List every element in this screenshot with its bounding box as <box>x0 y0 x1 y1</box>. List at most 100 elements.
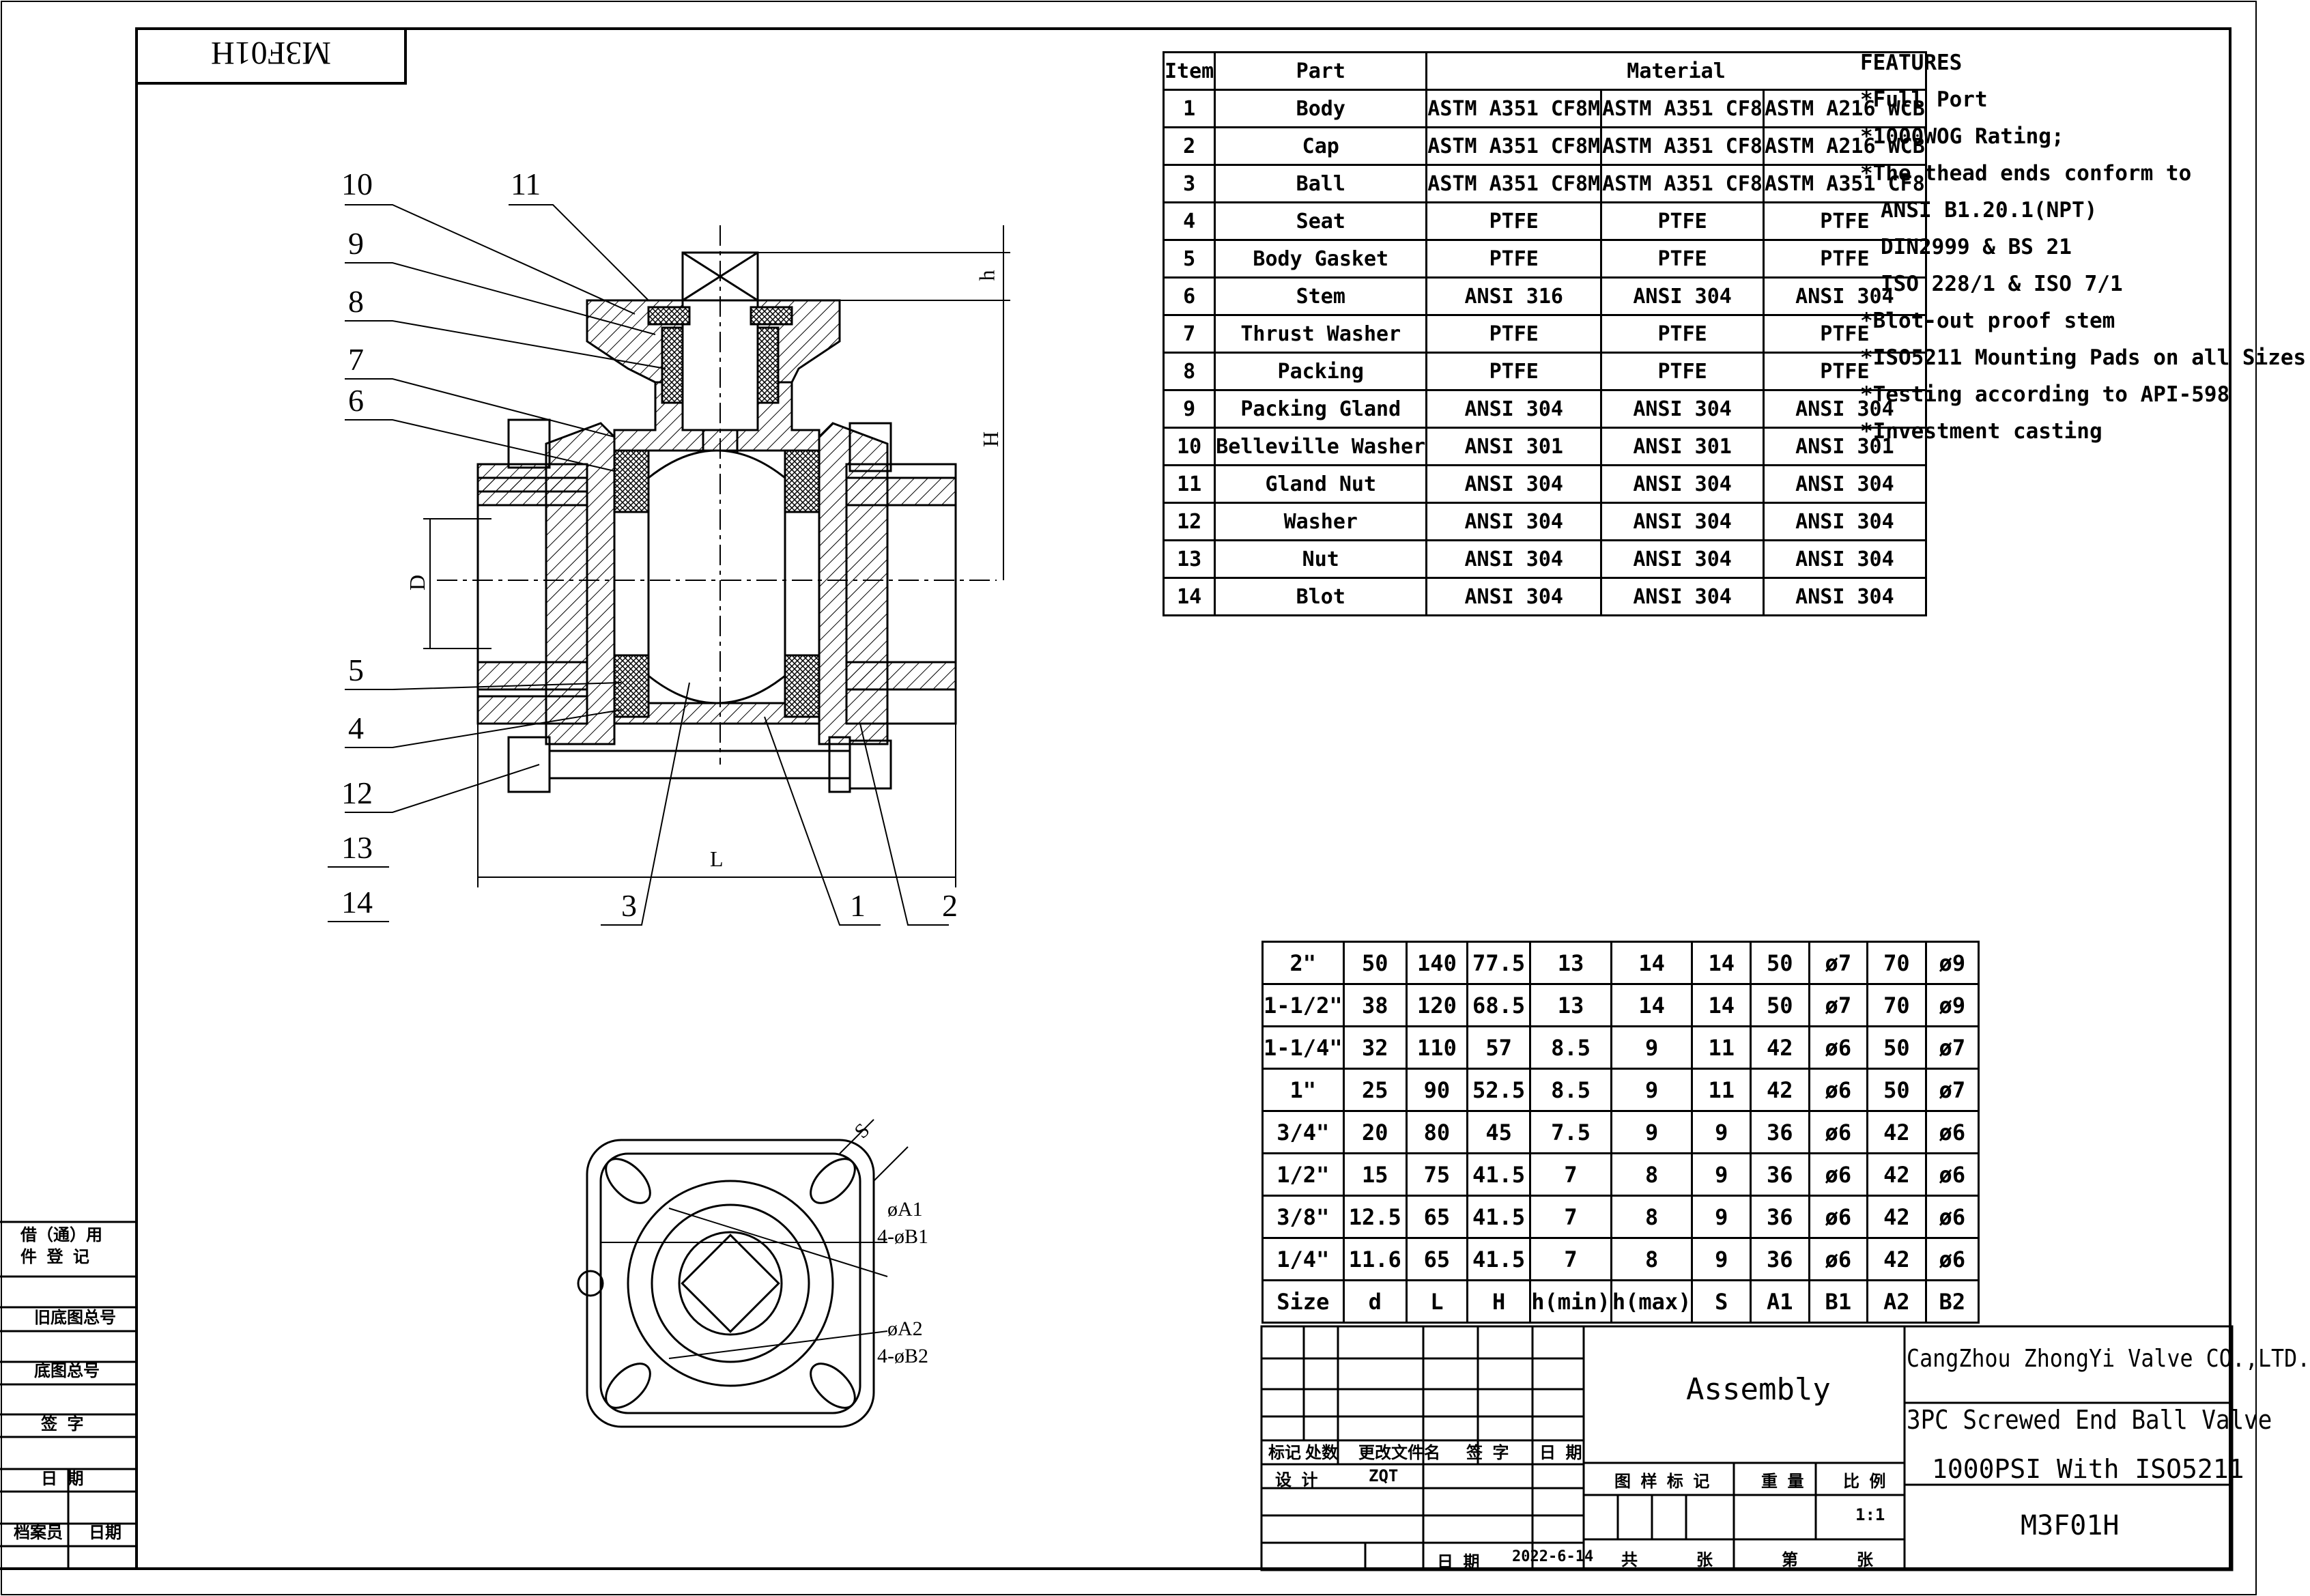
bom-material: PTFE <box>1425 239 1603 279</box>
dim-cell: 14 <box>1610 983 1694 1027</box>
feature-line: ISO 228/1 & ISO 7/1 <box>1881 272 2123 296</box>
dim-header: L <box>1405 1279 1468 1324</box>
dim-cell: 9 <box>1610 1068 1694 1112</box>
bom-material: ASTM A351 CF8M <box>1425 164 1603 203</box>
dim-cell: ø6 <box>1924 1110 1980 1154</box>
dim-cell: 50 <box>1750 941 1810 985</box>
dim-cell: ø6 <box>1924 1237 1980 1281</box>
bom-item: 3 <box>1162 164 1216 203</box>
side-signature: 签 字 <box>41 1414 84 1434</box>
bom-item: 14 <box>1162 577 1216 616</box>
title-change-doc: 更改文件名 <box>1358 1443 1440 1462</box>
feature-line: DIN2999 & BS 21 <box>1881 235 2072 259</box>
balloon-11: 11 <box>511 167 541 201</box>
bom-part: Blot <box>1214 577 1428 616</box>
bom-material: ASTM A216 WCB <box>1762 126 1927 166</box>
dim-header: A1 <box>1750 1279 1810 1324</box>
dim-cell: 42 <box>1866 1237 1927 1281</box>
balloon-1: 1 <box>850 888 866 923</box>
bom-material: ANSI 304 <box>1762 389 1927 429</box>
title-sheet: 第 <box>1782 1550 1798 1569</box>
dim-cell: 50 <box>1866 1025 1927 1070</box>
bom-item: 12 <box>1162 502 1216 541</box>
dim-cell: 14 <box>1691 983 1752 1027</box>
bom-header-material: Material <box>1425 51 1927 91</box>
dim-cell: 50 <box>1750 983 1810 1027</box>
title-weight: 重 量 <box>1761 1472 1804 1491</box>
feature-line: *Investment casting <box>1860 419 2102 444</box>
feature-line: *ISO5211 Mounting Pads on all Sizes <box>1860 345 2307 370</box>
title-product-line1: 3PC Screwed End Ball Valve <box>1907 1405 2272 1435</box>
title-zone: 处数 <box>1305 1443 1338 1462</box>
dim-cell: 75 <box>1405 1152 1468 1197</box>
bom-material: ANSI 304 <box>1762 577 1927 616</box>
dim-label-B1: 4-øB1 <box>877 1225 928 1248</box>
dim-label-A2: øA2 <box>887 1317 923 1340</box>
balloon-4: 4 <box>348 711 364 745</box>
bom-item: 8 <box>1162 352 1216 391</box>
dim-label-B2: 4-øB2 <box>877 1345 928 1367</box>
dim-label-L: L <box>710 846 724 871</box>
dim-cell: 45 <box>1466 1110 1532 1154</box>
bom-item: 10 <box>1162 427 1216 466</box>
side-panel-frame <box>0 1221 137 1569</box>
bom-material: ANSI 304 <box>1600 464 1765 504</box>
balloon-12: 12 <box>341 775 373 810</box>
dim-cell: 13 <box>1529 941 1612 985</box>
dim-cell: 9 <box>1691 1110 1752 1154</box>
dim-header: B2 <box>1924 1279 1980 1324</box>
bom-material: PTFE <box>1600 239 1765 279</box>
bom-part: Thrust Washer <box>1214 314 1428 354</box>
dim-cell: 1-1/4" <box>1261 1025 1345 1070</box>
bom-material: ANSI 304 <box>1762 502 1927 541</box>
title-total: 共 <box>1621 1550 1638 1569</box>
balloon-9: 9 <box>348 226 364 261</box>
dim-header: Size <box>1261 1279 1345 1324</box>
dim-cell: 1/4" <box>1261 1237 1345 1281</box>
features-title: FEATURES <box>1860 51 1963 75</box>
side-date: 日 期 <box>41 1469 84 1488</box>
dim-cell: ø7 <box>1808 983 1869 1027</box>
dim-cell: 50 <box>1342 941 1408 985</box>
side-base-no: 底图总号 <box>34 1361 100 1380</box>
dim-cell: 68.5 <box>1466 983 1532 1027</box>
dim-cell: 1" <box>1261 1068 1345 1112</box>
dim-cell: 7 <box>1529 1195 1612 1239</box>
bom-material: ANSI 304 <box>1600 502 1765 541</box>
bom-part: Packing Gland <box>1214 389 1428 429</box>
title-designer: ZQT <box>1369 1466 1399 1485</box>
side-old-base-no: 旧底图总号 <box>34 1308 116 1327</box>
dim-cell: 8 <box>1610 1195 1694 1239</box>
dim-cell: 41.5 <box>1466 1237 1532 1281</box>
bom-material: ANSI 304 <box>1425 539 1603 579</box>
bom-material: PTFE <box>1762 352 1927 391</box>
bom-part: Belleville Washer <box>1214 427 1428 466</box>
bom-material: PTFE <box>1762 201 1927 241</box>
dim-cell: 110 <box>1405 1025 1468 1070</box>
dim-cell: ø6 <box>1808 1068 1869 1112</box>
bom-part: Washer <box>1214 502 1428 541</box>
title-mark: 标记 <box>1268 1443 1301 1462</box>
dim-cell: 8 <box>1610 1152 1694 1197</box>
balloon-8: 8 <box>348 284 364 319</box>
dim-cell: ø9 <box>1924 983 1980 1027</box>
dim-cell: 42 <box>1866 1152 1927 1197</box>
dim-cell: 42 <box>1750 1025 1810 1070</box>
dim-cell: ø6 <box>1808 1237 1869 1281</box>
feature-line: *The thead ends conform to <box>1860 161 2192 186</box>
bom-material: PTFE <box>1425 352 1603 391</box>
title-date-label: 日 期 <box>1437 1552 1480 1571</box>
dim-cell: 32 <box>1342 1025 1408 1070</box>
dim-cell: ø6 <box>1808 1025 1869 1070</box>
